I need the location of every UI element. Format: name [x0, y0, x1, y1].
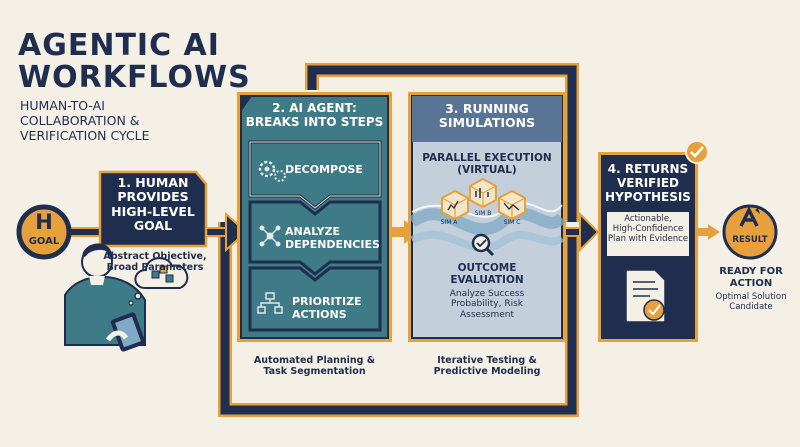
subtitle-line-2: COLLABORATION & [20, 113, 140, 128]
step4-title-line-2: VERIFIED [616, 175, 679, 190]
step2-caption: Automated Planning & Task Segmentation [237, 355, 392, 378]
step4-title-line-1: 4. RETURNS [607, 162, 689, 176]
thought-bubble-icon [128, 257, 189, 306]
step1-title-line-2: PROVIDES [117, 189, 189, 205]
step2-item-analyze-line-1: ANALYZE [285, 225, 340, 238]
step2-caption-line-2: Task Segmentation [263, 365, 366, 377]
step3-title-line-1: 3. RUNNING [445, 101, 529, 116]
sim-b-label: SIM B [474, 210, 492, 217]
step1-caption-line-2: Broad Parameters [106, 261, 204, 273]
result-description: Optimal Solution Candidate [705, 292, 797, 313]
step3-outcome-desc-line-3: Assessment [460, 309, 514, 320]
page-subtitle: HUMAN-TO-AI COLLABORATION & VERIFICATION… [20, 98, 150, 143]
step3-caption-line-2: Predictive Modeling [433, 365, 541, 377]
step3-parallel-line-2: (VIRTUAL) [457, 164, 517, 177]
feedback-loop-track [218, 63, 579, 417]
step3-title: 3. RUNNING SIMULATIONS [412, 101, 562, 131]
step4-desc-line-3: Plan with Evidence [607, 233, 689, 244]
step2-item-prioritize-line-1: PRIORITIZE [292, 295, 362, 308]
result-title: READY FOR ACTION [705, 266, 797, 289]
step2-title: 2. AI AGENT: BREAKS INTO STEPS [241, 101, 388, 130]
step1-title: 1. HUMAN PROVIDES HIGH-LEVEL GOAL [100, 175, 206, 234]
network-icon [259, 225, 281, 247]
step2-item-prioritize-line-2: ACTIONS [292, 307, 347, 321]
step1-caption-line-1: Abstract Objective, [103, 251, 207, 262]
step3-outcome-line-2: EVALUATION [450, 274, 524, 287]
human-figure-icon [64, 243, 146, 352]
result-badge-shape [722, 204, 778, 260]
sim-a-icon [441, 189, 469, 221]
page-title: AGENTIC AI WORKFLOWS [18, 30, 251, 93]
step2-item-decompose: DECOMPOSE [285, 163, 363, 176]
step3-outcome-line-1: OUTCOME [457, 262, 517, 274]
gears-icon [258, 160, 286, 182]
goal-badge-letter: H [35, 210, 53, 234]
result-desc-line-2: Candidate [729, 301, 773, 312]
step1-title-line-1: 1. HUMAN [117, 175, 189, 190]
step4-desc-line-1: Actionable, [624, 214, 672, 224]
goal-badge-label: GOAL [28, 236, 60, 247]
check-badge-icon [685, 140, 709, 164]
step4-title-line-3: HYPOTHESIS [605, 189, 691, 204]
step1-title-line-3: HIGH-LEVEL [111, 203, 195, 219]
step2-item-analyze: ANALYZE DEPENDENCIES [285, 225, 385, 251]
step3-outcome-evaluation: OUTCOME EVALUATION [412, 262, 562, 286]
magnifier-check-icon [471, 233, 495, 257]
step3-caption: Iterative Testing & Predictive Modeling [408, 355, 566, 378]
step2-title-line-1: 2. AI AGENT: [272, 101, 357, 115]
step2-item-analyze-line-2: DEPENDENCIES [285, 237, 380, 251]
step3-outcome-description: Analyze Success Probability, Risk Assess… [412, 289, 562, 320]
goal-badge-shape [16, 204, 72, 260]
step4-title: 4. RETURNS VERIFIED HYPOTHESIS [601, 162, 695, 204]
step2-item-prioritize: PRIORITIZE ACTIONS [292, 295, 377, 321]
step3-outcome-desc-line-2: Probability, Risk [451, 299, 523, 310]
sim-a-label: SIM A [440, 219, 458, 226]
subtitle-line-1: HUMAN-TO-AI [20, 98, 105, 113]
step3-title-line-2: SIMULATIONS [438, 115, 536, 131]
step1-card-shape [98, 170, 208, 248]
step3-caption-line-1: Iterative Testing & [437, 355, 537, 366]
title-line-2: WORKFLOWS [18, 59, 251, 95]
sim-c-label: SIM C [503, 219, 521, 226]
result-desc-line-1: Optimal Solution [715, 292, 787, 302]
step4-card-shape [598, 152, 698, 342]
sim-b-icon [469, 177, 497, 209]
step4-desc-line-2: High-Confidence [612, 223, 684, 234]
title-line-1: AGENTIC AI [18, 28, 220, 63]
result-title-line-2: ACTION [729, 277, 773, 289]
step2-caption-line-1: Automated Planning & [253, 355, 376, 366]
step2-title-line-2: BREAKS INTO STEPS [245, 114, 384, 129]
step3-outcome-desc-line-1: Analyze Success [449, 289, 525, 299]
result-badge-label: RESULT [732, 235, 768, 245]
step1-title-line-4: GOAL [133, 218, 173, 234]
subtitle-line-3: VERIFICATION CYCLE [20, 128, 150, 143]
certificate-icon [625, 269, 666, 323]
sim-c-icon [498, 189, 526, 221]
step3-parallel-line-1: PARALLEL EXECUTION [422, 152, 552, 164]
hierarchy-icon [257, 292, 283, 314]
result-title-line-1: READY FOR [719, 266, 783, 277]
step4-description: Actionable, High-Confidence Plan with Ev… [607, 214, 689, 244]
step3-panel-shape [408, 92, 567, 342]
step3-parallel-execution: PARALLEL EXECUTION (VIRTUAL) [412, 152, 562, 176]
step2-panel-shape [237, 92, 392, 342]
step1-caption: Abstract Objective, Broad Parameters [95, 251, 215, 274]
